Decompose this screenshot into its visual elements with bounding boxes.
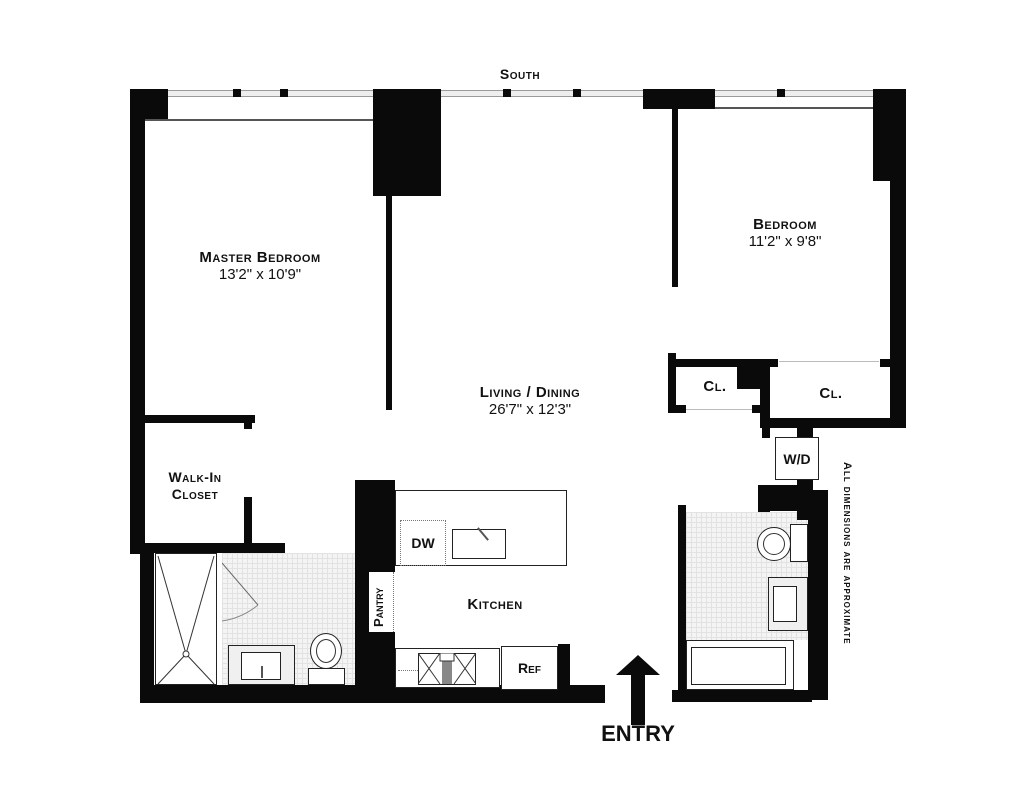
- entry-label: ENTRY: [601, 721, 675, 746]
- bathtub-basin: [691, 647, 786, 685]
- wall-closet-north: [145, 415, 255, 423]
- south-window-2: [440, 90, 645, 97]
- kitchen-label: Kitchen: [467, 596, 523, 613]
- wall-pantry-left: [355, 572, 369, 632]
- walk-in-closet-label-line1: Walk-In: [168, 469, 222, 485]
- wall-east-exterior-upper: [890, 89, 906, 421]
- wall-master-living-partition: [386, 190, 392, 410]
- wall-closet1-se-stub: [752, 405, 764, 413]
- wall-master-north-line: [145, 119, 373, 121]
- second-toilet-tank: [790, 524, 808, 562]
- washer-dryer-label: W/D: [783, 451, 811, 467]
- wall-closets-north: [668, 359, 778, 367]
- closet2-door-line: [779, 361, 879, 362]
- living-dining-dimensions: 26'7" x 12'3": [488, 401, 572, 418]
- wall-wd-south: [760, 485, 810, 511]
- wall-west-bath: [140, 553, 154, 703]
- closet-1-label: Cl.: [703, 378, 727, 395]
- wall-west-exterior: [130, 89, 145, 554]
- second-toilet-icon: [757, 527, 791, 561]
- second-vanity: [768, 577, 808, 631]
- wall-wd-west-upper: [762, 420, 770, 438]
- closet-2-label: Cl.: [819, 385, 843, 402]
- column-center: [373, 89, 441, 196]
- window-mullion: [280, 89, 288, 97]
- bedroom-label: Bedroom: [753, 216, 817, 233]
- shower-drain-icon: [157, 555, 215, 685]
- refrigerator-label: Ref: [518, 660, 541, 676]
- master-bedroom-dimensions: 13'2" x 10'9": [218, 266, 302, 283]
- pantry-door-line: [393, 572, 394, 632]
- orientation-label: South: [499, 66, 541, 82]
- wall-bath2-south: [672, 690, 812, 702]
- wall-bath2-west: [678, 505, 686, 700]
- south-window-1: [168, 90, 374, 97]
- counter-edge: [398, 670, 418, 671]
- kitchen-sink: [452, 529, 506, 559]
- window-mullion: [573, 89, 581, 97]
- window-mullion: [503, 89, 511, 97]
- wall-kitchen-east-stub: [558, 644, 570, 690]
- master-toilet-tank: [308, 668, 345, 685]
- cooktop-range-icon: [418, 653, 476, 685]
- shower-door-swing-icon: [222, 562, 259, 622]
- south-window-3: [715, 90, 873, 97]
- master-toilet-icon: [310, 633, 342, 669]
- shower-stall: [155, 553, 217, 685]
- wall-closet1-west: [668, 353, 676, 413]
- pantry-label: Pantry: [370, 584, 387, 630]
- wall-closet1-sw-stub: [668, 405, 686, 413]
- walk-in-closet-label-line2: Closet: [171, 486, 219, 502]
- wall-closet2-ne-stub: [880, 359, 906, 367]
- master-bedroom-label: Master Bedroom: [199, 249, 321, 266]
- second-sink-basin: [773, 586, 797, 622]
- column-ne-a: [643, 89, 715, 109]
- wall-closet-east: [244, 497, 252, 547]
- entry-arrow-icon: [616, 655, 660, 725]
- wall-pantry-block: [355, 480, 395, 572]
- faucet-icon: [261, 666, 263, 678]
- wall-south-bath: [140, 685, 605, 703]
- wall-closet-south: [130, 543, 285, 553]
- dishwasher-label: DW: [411, 535, 435, 551]
- washer-dryer: [775, 437, 819, 480]
- closet1-door-line: [686, 409, 752, 410]
- wall-pantry-block-lower: [355, 632, 395, 692]
- dishwasher: [400, 520, 446, 566]
- bathtub: [686, 640, 794, 690]
- living-dining-label: Living / Dining: [479, 384, 581, 401]
- dimensions-note: All dimensions are approximate: [841, 462, 853, 645]
- master-vanity: [228, 645, 295, 685]
- wall-east-plumbing: [808, 490, 828, 700]
- window-mullion: [233, 89, 241, 97]
- window-mullion: [777, 89, 785, 97]
- wall-bedroom-west: [672, 107, 678, 287]
- refrigerator: [501, 646, 558, 690]
- bedroom-dimensions: 11'2" x 9'8": [748, 233, 822, 250]
- wall-closet-divider: [760, 359, 770, 424]
- wall-closets-south: [760, 418, 906, 428]
- wall-closet-north-stub: [244, 415, 252, 429]
- wall-bedroom-north-line: [715, 107, 875, 109]
